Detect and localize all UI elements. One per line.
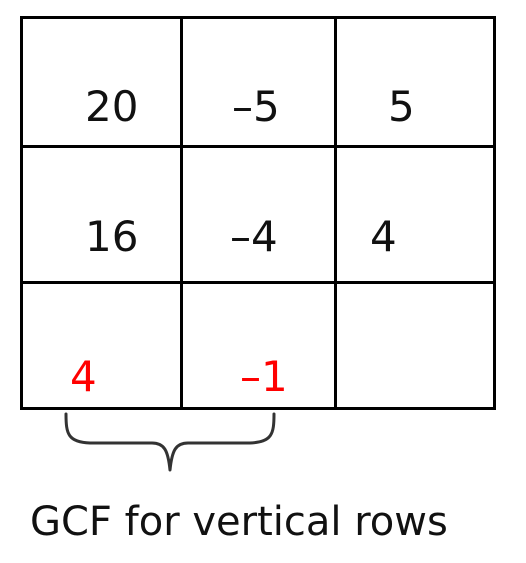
grid-cell-r1-c2: –5 bbox=[232, 82, 280, 131]
grid-cell-r2-c2: –4 bbox=[230, 212, 278, 261]
grid-border bbox=[20, 16, 496, 410]
grid-divider-horizontal-2 bbox=[20, 281, 496, 284]
grid-cell-r2-c1: 16 bbox=[85, 212, 139, 261]
gcf-value-column-2: –1 bbox=[240, 352, 288, 401]
gcf-value-column-1: 4 bbox=[70, 352, 97, 401]
grid-cell-r2-c3: 4 bbox=[370, 212, 397, 261]
grid-divider-horizontal-1 bbox=[20, 145, 496, 148]
diagram-caption: GCF for vertical rows bbox=[30, 499, 448, 545]
curly-brace-icon bbox=[64, 412, 276, 472]
grid-cell-r1-c3: 5 bbox=[388, 82, 415, 131]
grid-cell-r1-c1: 20 bbox=[85, 82, 139, 131]
grid-divider-vertical-2 bbox=[334, 16, 337, 410]
grid-divider-vertical-1 bbox=[180, 16, 183, 410]
